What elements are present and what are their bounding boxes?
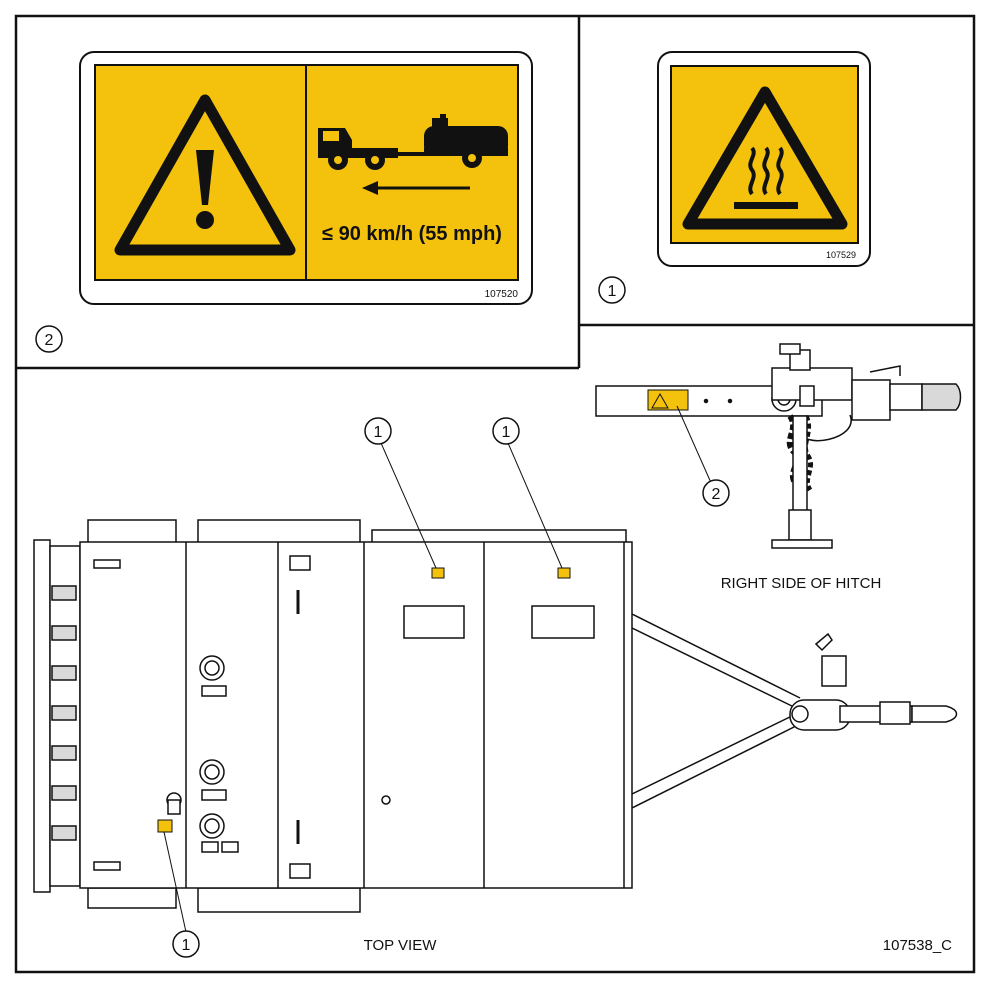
decal-part-number: 107529	[826, 250, 856, 260]
callout-1-hot-decal: 1	[598, 276, 626, 304]
svg-text:1: 1	[608, 283, 617, 300]
outer-frame	[14, 14, 976, 974]
callout-1-top-view: 1	[364, 417, 392, 445]
leader-line	[507, 442, 563, 569]
hitch-side-view	[595, 343, 962, 549]
trailer-top-view	[33, 519, 958, 913]
truck-towing-trailer-icon	[318, 114, 508, 195]
callout-1-top-view: 1	[492, 417, 520, 445]
svg-text:2: 2	[712, 486, 721, 503]
leader-line	[676, 405, 713, 486]
figure-id: 107538_C	[883, 937, 952, 954]
svg-text:1: 1	[182, 937, 191, 954]
leader-line	[380, 442, 437, 569]
svg-text:1: 1	[502, 424, 511, 441]
svg-text:1: 1	[374, 424, 383, 441]
top-view-caption: TOP VIEW	[364, 937, 438, 954]
hitch-view-caption: RIGHT SIDE OF HITCH	[721, 575, 882, 592]
svg-text:2: 2	[45, 332, 54, 349]
speed-limit-text: ≤ 90 km/h (55 mph)	[322, 223, 502, 245]
decal-hot-surface: 107529	[657, 51, 871, 267]
callout-1-top-view: 1	[172, 930, 200, 958]
callout-2-large-decal: 2	[35, 325, 63, 353]
decal-part-number: 107520	[485, 289, 519, 300]
hot-surface-warning-icon	[682, 86, 848, 230]
decal-speed-warning: ≤ 90 km/h (55 mph) 107520	[79, 51, 533, 305]
leader-line	[163, 831, 187, 933]
callout-2-hitch: 2	[702, 479, 730, 507]
exclamation-warning-icon	[114, 94, 296, 256]
